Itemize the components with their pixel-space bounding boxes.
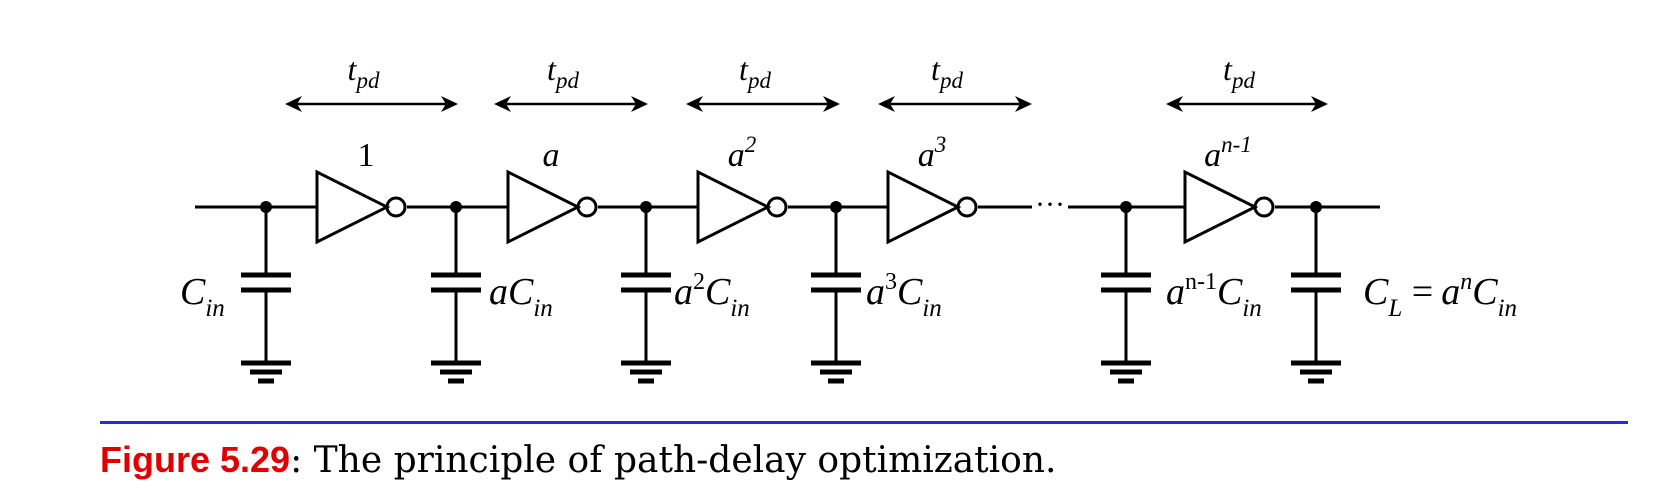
stage-size-label-4: a3 [918,132,947,174]
inverter-5 [1183,169,1275,245]
delay-arrow-4: tpd [878,51,1032,112]
ground-icon [241,360,291,384]
ground-icon [431,360,481,384]
ground-icon [621,360,671,384]
inverter-triangle [1183,169,1259,245]
inverter-2 [506,169,598,245]
inverter-triangle [696,169,772,245]
stage-size-label-5: an-1 [1204,132,1252,174]
delay-arrow-2: tpd [494,51,648,112]
inverter-bubble [1253,196,1275,218]
tpd-label: tpd [739,51,771,93]
chain-ellipsis: ··· [1035,188,1065,221]
load-capacitor-3 [621,201,671,384]
tpd-label: tpd [547,51,579,93]
inverter-triangle [506,169,582,245]
delay-arrow-3: tpd [686,51,840,112]
delay-arrow-5: tpd [1166,51,1328,112]
load-capacitor-1 [241,201,291,384]
tpd-label: tpd [931,51,963,93]
stage-size-label-2: a [543,137,560,174]
figure-number: Figure 5.29 [100,439,291,480]
tpd-label: tpd [1223,51,1255,93]
cap-label-1: Cin [180,271,225,322]
load-capacitor-4 [811,201,861,384]
cap-label-4: a3Cin [866,269,942,322]
cap-label-3: a2Cin [674,269,750,322]
inverter-3 [696,169,788,245]
load-capacitor-5 [1101,201,1151,384]
cap-label-5: an-1Cin [1166,269,1262,322]
cap-label-2: aCin [489,271,553,322]
figure-caption: Figure 5.29: The principle of path-delay… [100,440,1056,481]
load-capacitor-6 [1291,201,1341,384]
inverter-bubble [956,196,978,218]
load-capacitor-2 [431,201,481,384]
inverter-1 [315,169,407,245]
cap-label-6: CL =anCin [1363,269,1517,322]
inverter-triangle [886,169,962,245]
inverter-bubble [576,196,598,218]
ground-icon [811,360,861,384]
inverter-bubble [766,196,788,218]
stage-size-label-3: a2 [728,132,757,174]
inverter-4 [886,169,978,245]
caption-rule [100,421,1628,424]
caption-text: : The principle of path-delay optimizati… [290,440,1057,481]
ground-icon [1101,360,1151,384]
ground-icon [1291,360,1341,384]
delay-arrow-1: tpd [285,51,458,112]
stage-size-label-1: 1 [358,137,375,174]
inverter-bubble [385,196,407,218]
inverter-triangle [315,169,391,245]
tpd-label: tpd [348,51,380,93]
